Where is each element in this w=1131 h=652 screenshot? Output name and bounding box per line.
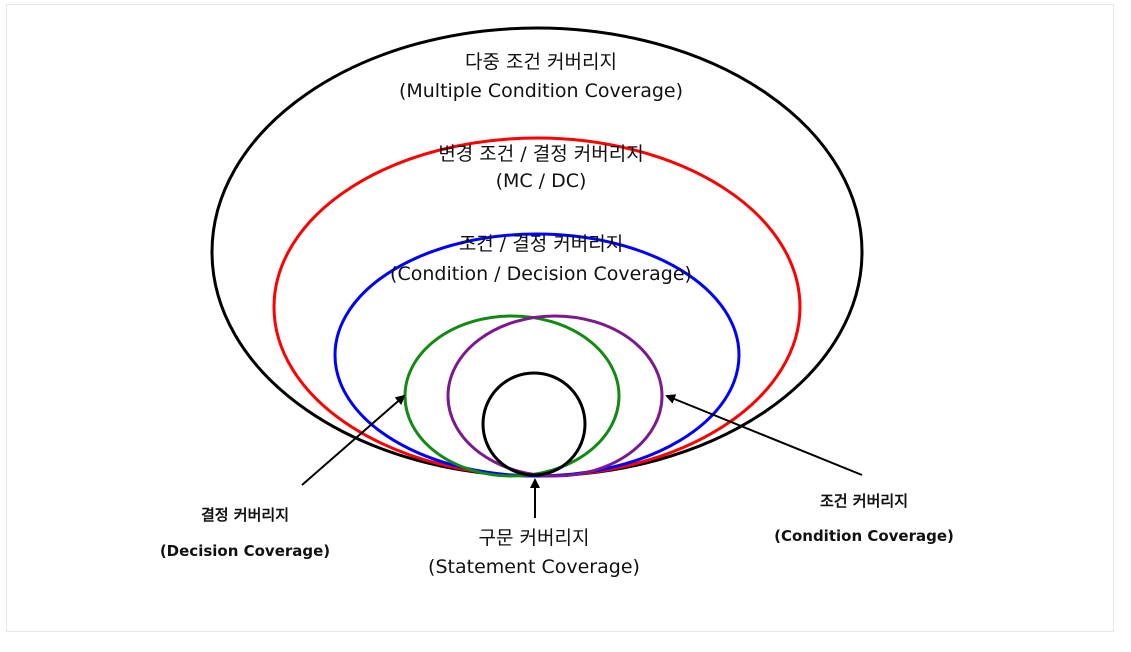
condition-decision-label-en: (Condition / Decision Coverage) bbox=[390, 263, 692, 285]
multiple-condition-label-en: (Multiple Condition Coverage) bbox=[399, 80, 683, 102]
mc-dc-label-ko: 변경 조건 / 결정 커버리지 bbox=[438, 143, 643, 165]
condition-coverage-arrow bbox=[665, 394, 863, 476]
decision-label-en: (Decision Coverage) bbox=[160, 542, 330, 560]
decision-label-ko: 결정 커버리지 bbox=[201, 506, 289, 524]
diagram-frame bbox=[6, 4, 1114, 632]
statement-label-en: (Statement Coverage) bbox=[428, 556, 640, 578]
condition-decision-label-ko: 조건 / 결정 커버리지 bbox=[459, 233, 623, 255]
mc-dc-label-en: (MC / DC) bbox=[496, 170, 587, 192]
condition-coverage-circle bbox=[446, 314, 664, 478]
decision-coverage-arrow bbox=[301, 394, 406, 486]
condition-label-ko: 조건 커버리지 bbox=[820, 492, 908, 510]
condition-label-en: (Condition Coverage) bbox=[774, 527, 954, 545]
decision-coverage-circle bbox=[403, 314, 621, 478]
statement-label-ko: 구문 커버리지 bbox=[479, 527, 590, 549]
statement-coverage-circle bbox=[481, 371, 587, 477]
multiple-condition-label-ko: 다중 조건 커버리지 bbox=[465, 51, 617, 73]
